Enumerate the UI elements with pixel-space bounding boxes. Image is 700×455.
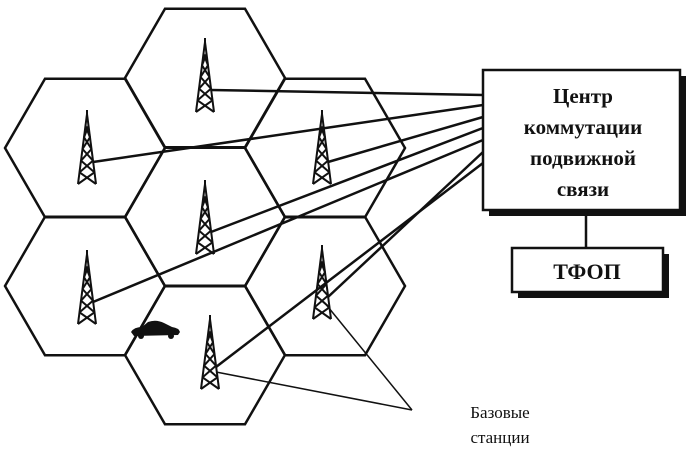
cell-hexagon <box>123 146 287 288</box>
msc-label-line: связи <box>557 177 609 201</box>
station-link-line <box>92 103 484 164</box>
car-icon <box>131 320 180 339</box>
msc-label-line: Центр <box>553 84 613 108</box>
station-link-line <box>327 151 484 298</box>
label-pointer <box>215 371 413 411</box>
cell-hexagon <box>3 77 167 219</box>
base-stations <box>77 38 332 390</box>
station-link-line <box>327 115 484 164</box>
cell-hexagon <box>123 7 287 149</box>
tower-icon <box>312 110 332 185</box>
station-link-line <box>92 138 484 304</box>
msc-box-frame <box>481 68 682 212</box>
tower-icon <box>195 180 215 255</box>
tower-icon <box>195 38 215 113</box>
station-link-line <box>210 88 484 97</box>
msc-box: Центр коммутации подвижной связи <box>481 68 686 216</box>
cell-hexagon <box>123 284 287 426</box>
pstn-box-frame <box>510 246 665 294</box>
station-link-line <box>215 162 484 368</box>
base-stations-label-line: станции <box>470 428 529 447</box>
msc-label-line: коммутации <box>524 115 642 139</box>
station-links <box>92 88 484 368</box>
tower-icon <box>77 110 97 185</box>
station-link-line <box>210 126 484 234</box>
tower-icon <box>77 250 97 325</box>
msc-label-line: подвижной <box>530 146 636 170</box>
cell-grid <box>3 7 407 426</box>
pstn-label: ТФОП <box>553 259 621 284</box>
pstn-box: ТФОП <box>510 246 669 298</box>
base-stations-label-line: Базовые <box>470 403 529 422</box>
tower-icon <box>200 315 220 390</box>
label-pointer <box>323 301 413 411</box>
